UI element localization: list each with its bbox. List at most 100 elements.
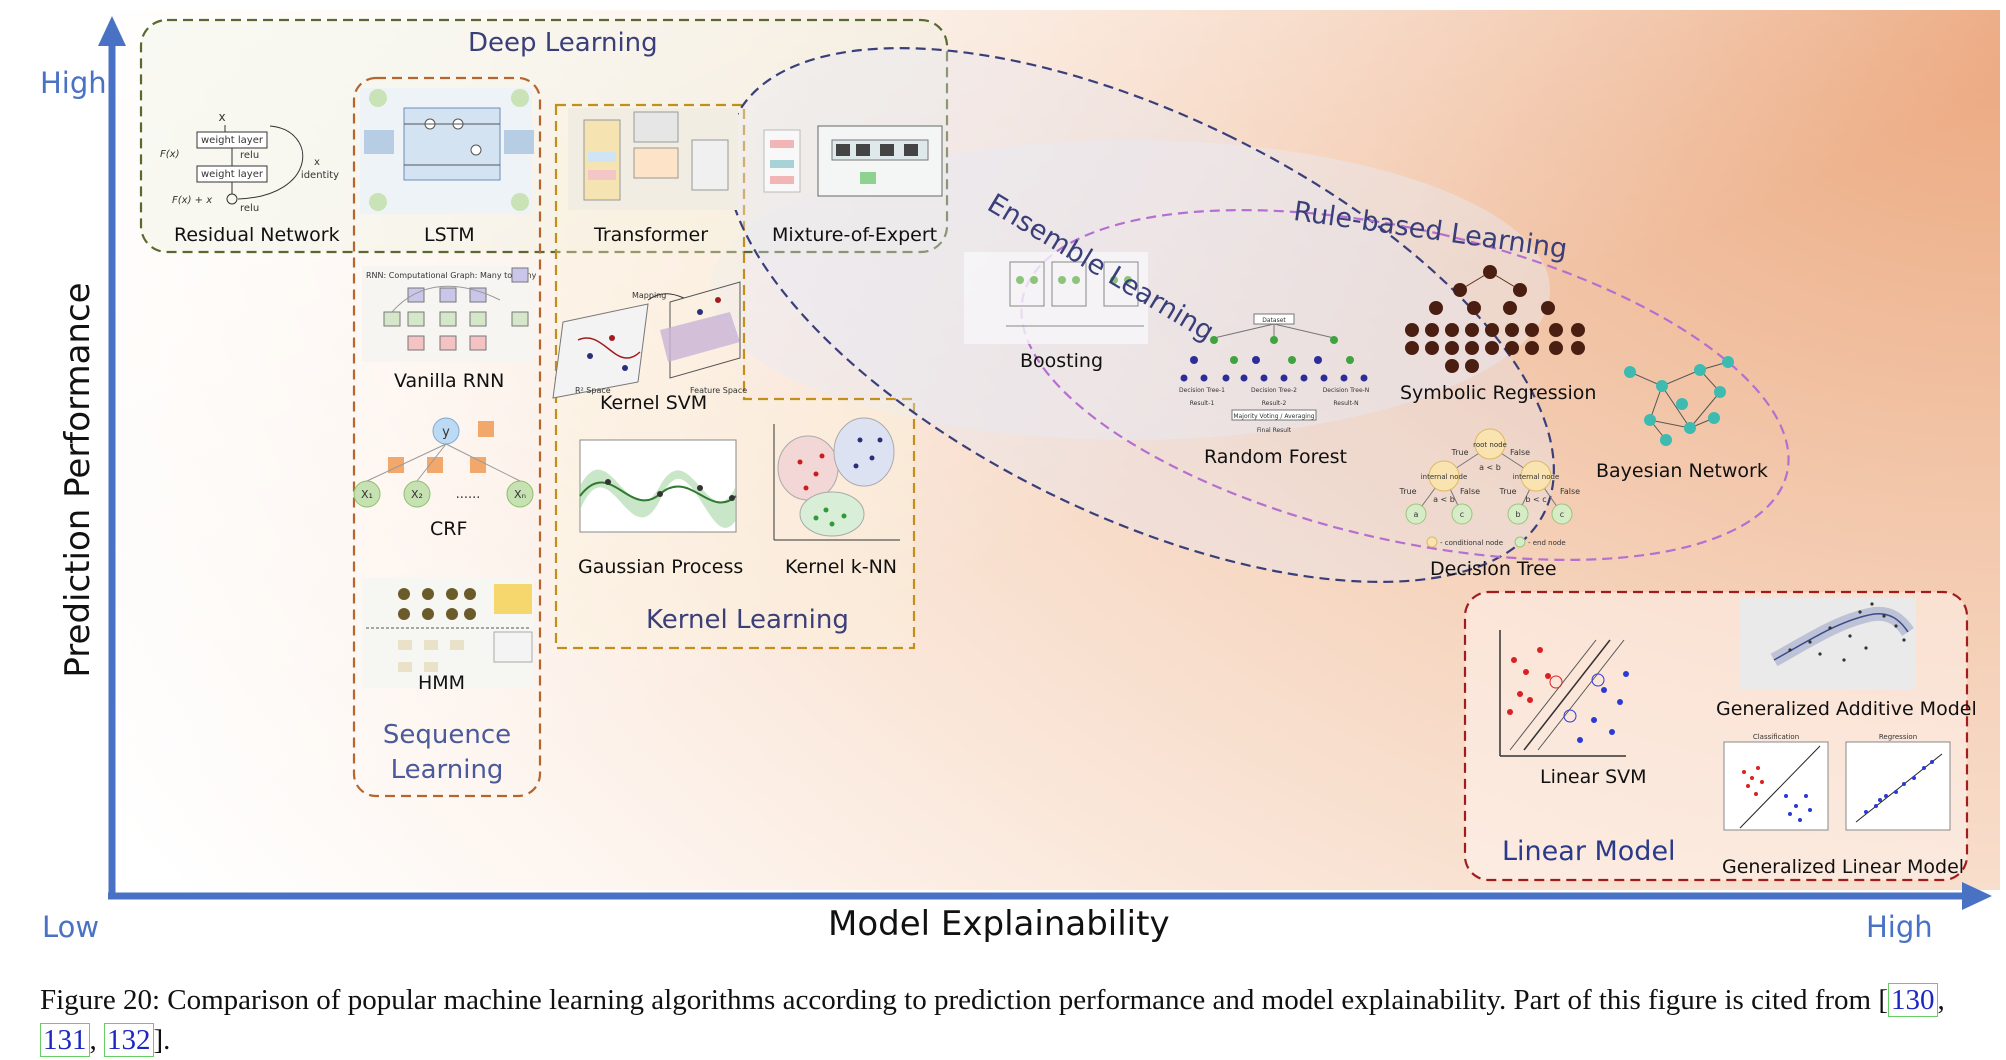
dt-root-node: root node bbox=[1473, 441, 1507, 449]
decision-tree-diagram: root node internal node internal node Tr… bbox=[1399, 428, 1580, 548]
boosting-label: Boosting bbox=[1020, 350, 1104, 372]
citation-ref-132[interactable]: 132 bbox=[104, 1023, 154, 1057]
glm-plots: Classification Regression bbox=[1723, 733, 1951, 831]
transformer-diagram bbox=[568, 108, 738, 210]
kernel-knn-label: Kernel k-NN bbox=[785, 556, 898, 578]
crf-ellipsis: ...... bbox=[456, 487, 481, 502]
random-forest-diagram: Dataset Decision Tree-1 Decision Tree-2 … bbox=[1179, 313, 1370, 434]
crf-diagram: y X₁ X₂ ...... Xₙ bbox=[353, 417, 534, 508]
dt-right-condition: b < c bbox=[1525, 495, 1546, 504]
dt-legend-end: - end node bbox=[1528, 539, 1566, 547]
dt-leaf-c-left: c bbox=[1460, 510, 1464, 519]
symbolic-regression-tree bbox=[1405, 265, 1585, 373]
sequence-learning-label-line1: Sequence bbox=[382, 720, 512, 750]
kernel-svm-diagram: R² Space Mapping Feature Space bbox=[552, 281, 747, 399]
caption-sep-1: , bbox=[1937, 984, 1945, 1016]
bayesian-network-label: Bayesian Network bbox=[1596, 460, 1768, 482]
dt-root-condition: a < b bbox=[1479, 463, 1501, 472]
gaussian-process-diagram bbox=[579, 439, 737, 533]
x-axis-title: Model Explainability bbox=[828, 904, 1170, 944]
residual-block-diagram: x weight layer relu weight layer relu F(… bbox=[160, 110, 339, 214]
linear-svm-diagram bbox=[1499, 630, 1629, 757]
residual-fx-plus-x: F(x) + x bbox=[172, 195, 212, 206]
residual-fx: F(x) bbox=[160, 149, 179, 160]
kernel-svm-label: Kernel SVM bbox=[600, 392, 708, 414]
hmm-label: HMM bbox=[418, 672, 466, 694]
lstm-label: LSTM bbox=[424, 224, 475, 246]
rf-result1-label: Result-1 bbox=[1190, 400, 1215, 407]
crf-x1-node: X₁ bbox=[361, 488, 373, 501]
dt-left-condition: a < b bbox=[1433, 495, 1455, 504]
kernel-svm-input-space: R² Space bbox=[575, 386, 611, 395]
dt-false-label-right: False bbox=[1560, 487, 1580, 496]
deep-learning-box bbox=[139, 18, 949, 254]
dt-leaf-b: b bbox=[1515, 510, 1520, 519]
lstm-cell-diagram bbox=[360, 88, 534, 214]
mixture-of-expert-diagram bbox=[763, 125, 943, 197]
dt-false-label-root: False bbox=[1510, 448, 1530, 457]
citation-ref-131[interactable]: 131 bbox=[40, 1023, 90, 1057]
y-axis-high-label: High bbox=[40, 66, 107, 100]
dt-leaf-a: a bbox=[1414, 510, 1419, 519]
boosting-diagram bbox=[964, 252, 1148, 344]
linear-model-label: Linear Model bbox=[1502, 836, 1676, 867]
dt-internal-node-right: internal node bbox=[1513, 473, 1560, 481]
gaussian-process-label: Gaussian Process bbox=[578, 556, 744, 578]
rf-tree2-label: Decision Tree-2 bbox=[1251, 387, 1297, 394]
residual-relu-1: relu bbox=[240, 150, 259, 161]
residual-identity-x: x bbox=[314, 157, 320, 168]
rf-tree1-label: Decision Tree-1 bbox=[1179, 387, 1225, 394]
caption-close: ]. bbox=[153, 1024, 171, 1056]
rf-resultn-label: Result-N bbox=[1333, 400, 1358, 407]
kernel-knn-diagram bbox=[773, 417, 900, 541]
rf-dataset-label: Dataset bbox=[1262, 317, 1286, 324]
kernel-learning-label: Kernel Learning bbox=[646, 605, 849, 635]
residual-relu-2: relu bbox=[240, 203, 259, 214]
glm-label: Generalized Linear Model bbox=[1722, 856, 1965, 878]
citation-ref-130[interactable]: 130 bbox=[1888, 983, 1938, 1017]
y-axis-arrowhead bbox=[98, 16, 126, 46]
crf-label: CRF bbox=[430, 518, 468, 540]
random-forest-label: Random Forest bbox=[1204, 446, 1348, 468]
hmm-diagram bbox=[362, 578, 534, 688]
figure-caption: Figure 20: Comparison of popular machine… bbox=[40, 980, 2000, 1060]
transformer-label: Transformer bbox=[594, 224, 709, 246]
y-axis-title: Prediction Performance bbox=[58, 282, 98, 678]
rnn-graph-title: RNN: Computational Graph: Many to Many bbox=[366, 271, 537, 280]
x-axis-low-label: Low bbox=[42, 910, 100, 944]
residual-input-x: x bbox=[218, 110, 225, 124]
bayesian-network-diagram bbox=[1624, 356, 1734, 446]
residual-network-label: Residual Network bbox=[174, 224, 340, 246]
caption-text: Figure 20: Comparison of popular machine… bbox=[40, 984, 1872, 1016]
residual-weight-layer-2: weight layer bbox=[201, 169, 264, 180]
method-thumbnails: x weight layer relu weight layer relu F(… bbox=[160, 88, 1951, 831]
gam-label: Generalized Additive Model bbox=[1716, 698, 1977, 720]
residual-identity-label: identity bbox=[301, 170, 339, 181]
glm-regression-title: Regression bbox=[1879, 733, 1917, 741]
deep-learning-label: Deep Learning bbox=[468, 28, 658, 58]
rf-treen-label: Decision Tree-N bbox=[1323, 387, 1370, 394]
kernel-svm-mapping: Mapping bbox=[632, 291, 666, 300]
mixture-of-expert-label: Mixture-of-Expert bbox=[772, 224, 938, 246]
symbolic-regression-label: Symbolic Regression bbox=[1400, 382, 1597, 404]
vanilla-rnn-diagram: RNN: Computational Graph: Many to Many bbox=[362, 266, 537, 362]
dt-true-label-right: True bbox=[1499, 487, 1517, 496]
crf-x2-node: X₂ bbox=[411, 488, 423, 501]
caption-sep-2: , bbox=[89, 1024, 104, 1056]
dt-internal-node-left: internal node bbox=[1421, 473, 1468, 481]
rf-final-label: Final Result bbox=[1257, 427, 1292, 434]
glm-classification-title: Classification bbox=[1753, 733, 1799, 741]
rf-voting-label: Majority Voting / Averaging bbox=[1233, 413, 1314, 420]
vanilla-rnn-label: Vanilla RNN bbox=[394, 370, 505, 392]
rf-result2-label: Result-2 bbox=[1262, 400, 1287, 407]
residual-weight-layer-1: weight layer bbox=[201, 135, 264, 146]
dt-legend-conditional: - conditional node bbox=[1440, 539, 1503, 547]
gam-plot bbox=[1740, 598, 1916, 690]
crf-xn-node: Xₙ bbox=[514, 488, 526, 501]
dt-true-label-left: True bbox=[1399, 487, 1417, 496]
x-axis-arrowhead bbox=[1962, 882, 1992, 910]
dt-false-label-left: False bbox=[1460, 487, 1480, 496]
caption-open: [ bbox=[1878, 984, 1888, 1016]
dt-true-label-root: True bbox=[1451, 448, 1469, 457]
x-axis-high-label: High bbox=[1866, 910, 1933, 944]
